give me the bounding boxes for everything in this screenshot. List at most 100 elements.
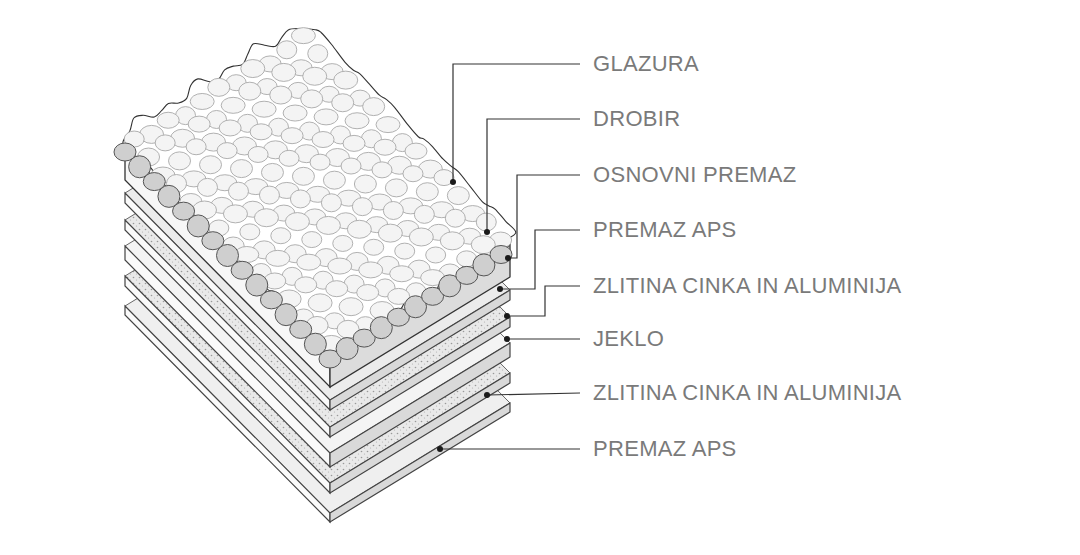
granule (239, 82, 261, 100)
granule (188, 116, 210, 132)
granule (334, 71, 358, 89)
glaze-outline (123, 29, 516, 350)
granule (332, 94, 354, 112)
leader-line (500, 230, 580, 289)
granule (285, 213, 309, 231)
layer-label: GLAZURA (593, 51, 699, 77)
granule (476, 213, 496, 231)
granule (343, 135, 365, 151)
granule (228, 182, 248, 200)
layer-label: PREMAZ APS (593, 436, 737, 462)
leader-line (508, 175, 580, 258)
leader-dot (505, 255, 511, 261)
granule (374, 139, 396, 155)
granule (208, 78, 230, 96)
granule (323, 171, 345, 189)
granule (272, 63, 296, 81)
leader-line (507, 286, 580, 316)
granule (376, 117, 400, 133)
layer-label: ZLITINA CINKA IN ALUMINIJA (593, 273, 902, 299)
granule (395, 243, 415, 259)
granule (440, 232, 464, 250)
granule (217, 143, 237, 159)
granule (248, 146, 268, 162)
granule (308, 294, 332, 312)
granule (312, 132, 334, 148)
sheet-front (125, 193, 330, 410)
granule (283, 105, 307, 121)
leader-line (507, 338, 580, 339)
sheet-top (125, 83, 510, 400)
sheet-front (125, 220, 330, 437)
leader-line (453, 64, 580, 182)
granule (328, 258, 352, 274)
granule (302, 232, 322, 248)
granule (409, 228, 433, 246)
granule (363, 98, 385, 116)
granule (271, 228, 291, 244)
granule (261, 163, 283, 181)
granule (447, 187, 469, 205)
granule (426, 247, 446, 263)
granule (252, 101, 276, 117)
granule (197, 178, 217, 196)
granule (364, 239, 384, 255)
layer-label: ZLITINA CINKA IN ALUMINIJA (593, 380, 902, 406)
granule (157, 112, 179, 128)
granule (378, 224, 402, 242)
leader-dot (504, 336, 510, 342)
granule (310, 154, 330, 170)
leader-dot (484, 392, 490, 398)
granule (221, 97, 245, 113)
granule (383, 202, 403, 220)
granule (345, 113, 369, 129)
layer-label: OSNOVNI PREMAZ (593, 162, 796, 188)
leader-line (487, 393, 580, 395)
granule (292, 167, 314, 185)
sheet-side (330, 290, 510, 410)
granule (308, 45, 328, 63)
granule (223, 205, 247, 223)
leader-dot (450, 179, 456, 185)
granule (372, 162, 392, 178)
granule (405, 143, 427, 159)
slab-front (125, 148, 330, 387)
leader-dot (504, 313, 510, 319)
granule (403, 166, 423, 182)
granule (326, 281, 348, 297)
granule (297, 254, 321, 270)
granule (230, 160, 252, 178)
granule (240, 224, 260, 240)
granule (290, 190, 310, 208)
granule (200, 156, 222, 174)
granule (219, 120, 241, 136)
granule (250, 124, 272, 140)
granule (390, 266, 414, 282)
granule (241, 60, 265, 78)
granule (169, 152, 191, 170)
granule (341, 158, 361, 174)
granule (190, 93, 214, 109)
granule (316, 216, 340, 234)
granule (385, 179, 407, 197)
granule (259, 186, 279, 204)
leader-lines (437, 64, 580, 452)
granule (186, 139, 206, 155)
granule (359, 262, 383, 278)
granule (414, 205, 434, 223)
leader-line (440, 448, 580, 449)
granule (354, 175, 376, 193)
layer-label: PREMAZ APS (593, 217, 737, 243)
granule (270, 86, 292, 104)
leader-dot (497, 286, 503, 292)
granule (281, 128, 303, 144)
granule (155, 135, 175, 151)
granule (291, 28, 315, 44)
granule (352, 198, 372, 216)
granule (277, 41, 297, 59)
granule (321, 194, 341, 212)
leader-dot (484, 229, 490, 235)
granule (279, 150, 299, 166)
layer-label: DROBIR (593, 106, 680, 132)
